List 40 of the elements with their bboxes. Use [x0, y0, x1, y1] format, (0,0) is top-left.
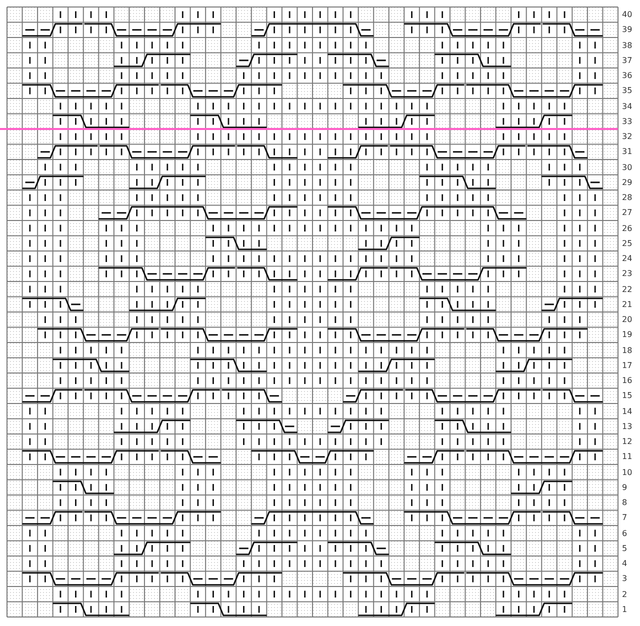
row-number: 37	[622, 56, 632, 65]
row-number: 24	[622, 254, 632, 264]
row-number: 15	[622, 391, 632, 400]
row-number: 9	[622, 482, 628, 492]
row-number: 21	[622, 300, 632, 309]
row-number: 26	[622, 224, 632, 233]
row-number: 39	[622, 25, 632, 34]
row-number: 35	[622, 86, 632, 96]
row-number: 14	[622, 406, 632, 416]
row-number: 29	[622, 178, 632, 187]
row-number: 2	[622, 590, 628, 599]
row-number: 34	[622, 102, 632, 111]
row-number: 27	[622, 208, 632, 218]
row-number: 8	[622, 498, 628, 508]
row-number: 31	[622, 147, 632, 156]
row-number: 16	[622, 376, 632, 386]
row-number: 25	[622, 238, 632, 248]
row-number: 30	[622, 162, 632, 172]
row-number: 36	[622, 71, 632, 80]
row-number: 33	[622, 116, 632, 126]
row-number: 19	[622, 330, 632, 340]
row-number: 13	[622, 422, 632, 431]
row-number: 11	[622, 452, 632, 462]
row-number: 3	[622, 574, 628, 584]
row-number: 4	[622, 559, 628, 568]
row-number: 22	[622, 284, 632, 294]
row-number: 17	[622, 360, 632, 370]
row-number: 6	[622, 528, 628, 538]
row-number: 5	[622, 544, 628, 553]
row-number: 23	[622, 269, 632, 278]
row-number: 32	[622, 132, 632, 142]
row-number: 28	[622, 193, 632, 202]
row-number: 40	[622, 10, 632, 20]
row-number: 10	[622, 468, 632, 477]
row-number: 20	[622, 315, 632, 324]
row-number: 7	[622, 513, 628, 522]
row-number: 1	[622, 604, 628, 614]
row-number: 12	[622, 437, 632, 446]
row-number: 38	[622, 40, 632, 50]
row-number: 18	[622, 346, 632, 355]
